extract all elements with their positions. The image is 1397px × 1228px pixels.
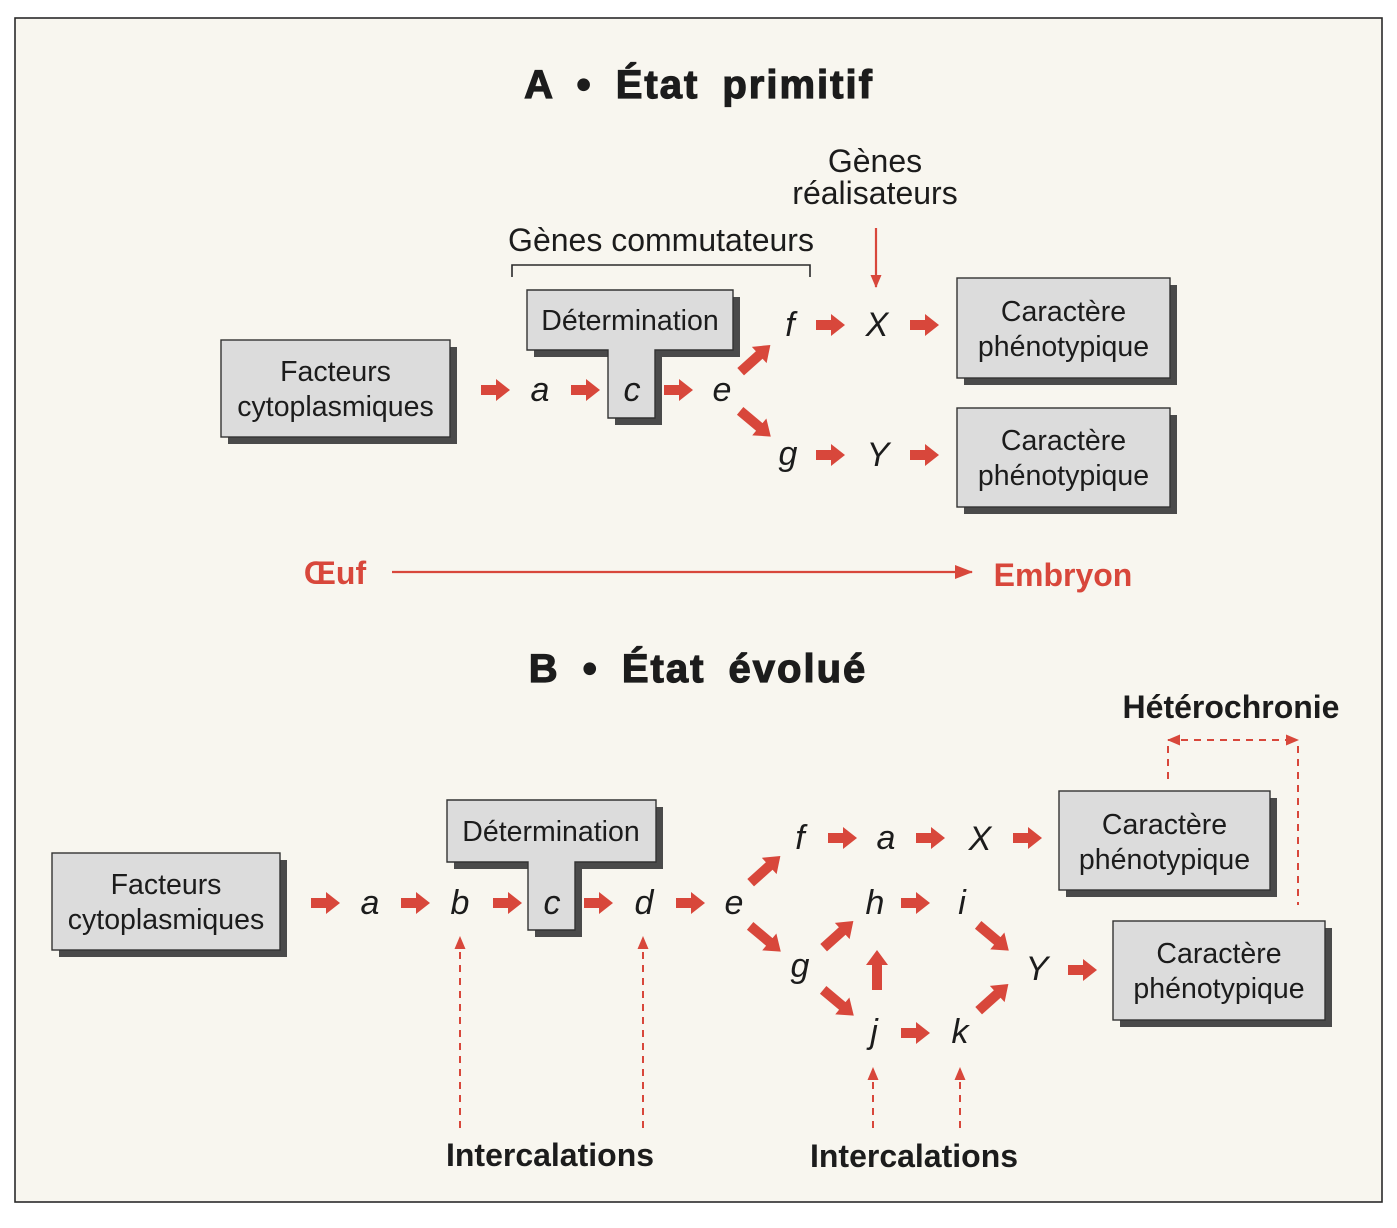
timeline-start-label: Œuf [304, 555, 367, 591]
b-facteurs-line1: Facteurs [111, 869, 222, 901]
a-caractere-box-bottom: Caractère phénotypique [956, 407, 1177, 514]
a-determination-frame [526, 289, 734, 419]
b-facteurs-box: Facteurs cytoplasmiques [51, 852, 287, 957]
a-node-y: Y [867, 436, 892, 474]
section-a-title: A • État primitif [524, 62, 874, 107]
b-node-i: i [958, 884, 967, 922]
b-node-h: h [866, 884, 885, 922]
section-b-title: B • État évolué [529, 646, 868, 691]
b-caractere-bottom-line2: phénotypique [1133, 973, 1304, 1005]
b-caractere-box-bottom: Caractère phénotypique [1112, 920, 1332, 1027]
timeline-end-label: Embryon [994, 557, 1133, 593]
a-commutateurs-label: Gènes commutateurs [508, 222, 814, 258]
b-node-d: d [635, 884, 655, 922]
b-caractere-top-line1: Caractère [1102, 809, 1227, 841]
section-b: B • État évolué Hétérochronie Facteurs c… [51, 645, 1340, 1174]
a-node-a: a [531, 371, 550, 409]
a-node-x: X [865, 306, 890, 344]
b-determination-block: Détermination c [446, 799, 663, 937]
b-determination-label: Détermination [462, 816, 639, 848]
a-realisateurs-label-line1: Gènes [828, 143, 922, 179]
a-realisateurs-label-line2: réalisateurs [792, 175, 957, 211]
a-node-c: c [624, 371, 641, 409]
a-facteurs-box: Facteurs cytoplasmiques [220, 339, 457, 444]
timeline: Œuf Embryon [304, 555, 1132, 593]
b-caractere-top-line2: phénotypique [1079, 844, 1250, 876]
a-caractere-bottom-line1: Caractère [1001, 425, 1126, 457]
a-facteurs-line2: cytoplasmiques [237, 391, 433, 423]
b-caractere-bottom-line1: Caractère [1156, 938, 1281, 970]
a-facteurs-box-frame [220, 339, 451, 438]
b-intercalations-label-right: Intercalations [810, 1138, 1018, 1174]
a-caractere-bottom-line2: phénotypique [978, 460, 1149, 492]
a-caractere-top-line2: phénotypique [978, 331, 1149, 363]
b-caractere-top-frame [1058, 790, 1271, 891]
a-caractere-top-line1: Caractère [1001, 296, 1126, 328]
b-node-a-upper: a [877, 819, 896, 857]
a-determination-label: Détermination [541, 305, 718, 337]
b-facteurs-box-frame [51, 852, 281, 951]
a-node-g: g [779, 435, 798, 473]
a-commutateurs-bracket [511, 264, 811, 277]
b-facteurs-line2: cytoplasmiques [68, 904, 264, 936]
b-node-x: X [968, 820, 993, 858]
b-intercalations-label-left: Intercalations [446, 1137, 654, 1173]
b-node-y: Y [1026, 950, 1051, 988]
b-determination-frame [446, 799, 657, 931]
b-node-k: k [952, 1013, 971, 1051]
a-determination-block: Détermination c [526, 289, 740, 425]
b-caractere-bottom-frame [1112, 920, 1326, 1021]
b-heterochronie-label: Hétérochronie [1123, 689, 1340, 725]
b-node-j: j [866, 1013, 879, 1051]
a-caractere-box-top: Caractère phénotypique [956, 277, 1177, 385]
a-caractere-top-frame [956, 277, 1171, 379]
b-node-e: e [725, 884, 744, 922]
b-node-g: g [791, 947, 810, 985]
a-facteurs-line1: Facteurs [280, 356, 391, 388]
b-caractere-box-top: Caractère phénotypique [1058, 790, 1277, 897]
section-a: A • État primitif Gènes réalisateurs Gèn… [220, 61, 1177, 514]
b-node-c: c [544, 884, 561, 922]
b-node-a: a [361, 884, 380, 922]
b-node-b: b [451, 884, 470, 922]
a-caractere-bottom-frame [956, 407, 1171, 508]
a-node-e: e [713, 371, 732, 409]
